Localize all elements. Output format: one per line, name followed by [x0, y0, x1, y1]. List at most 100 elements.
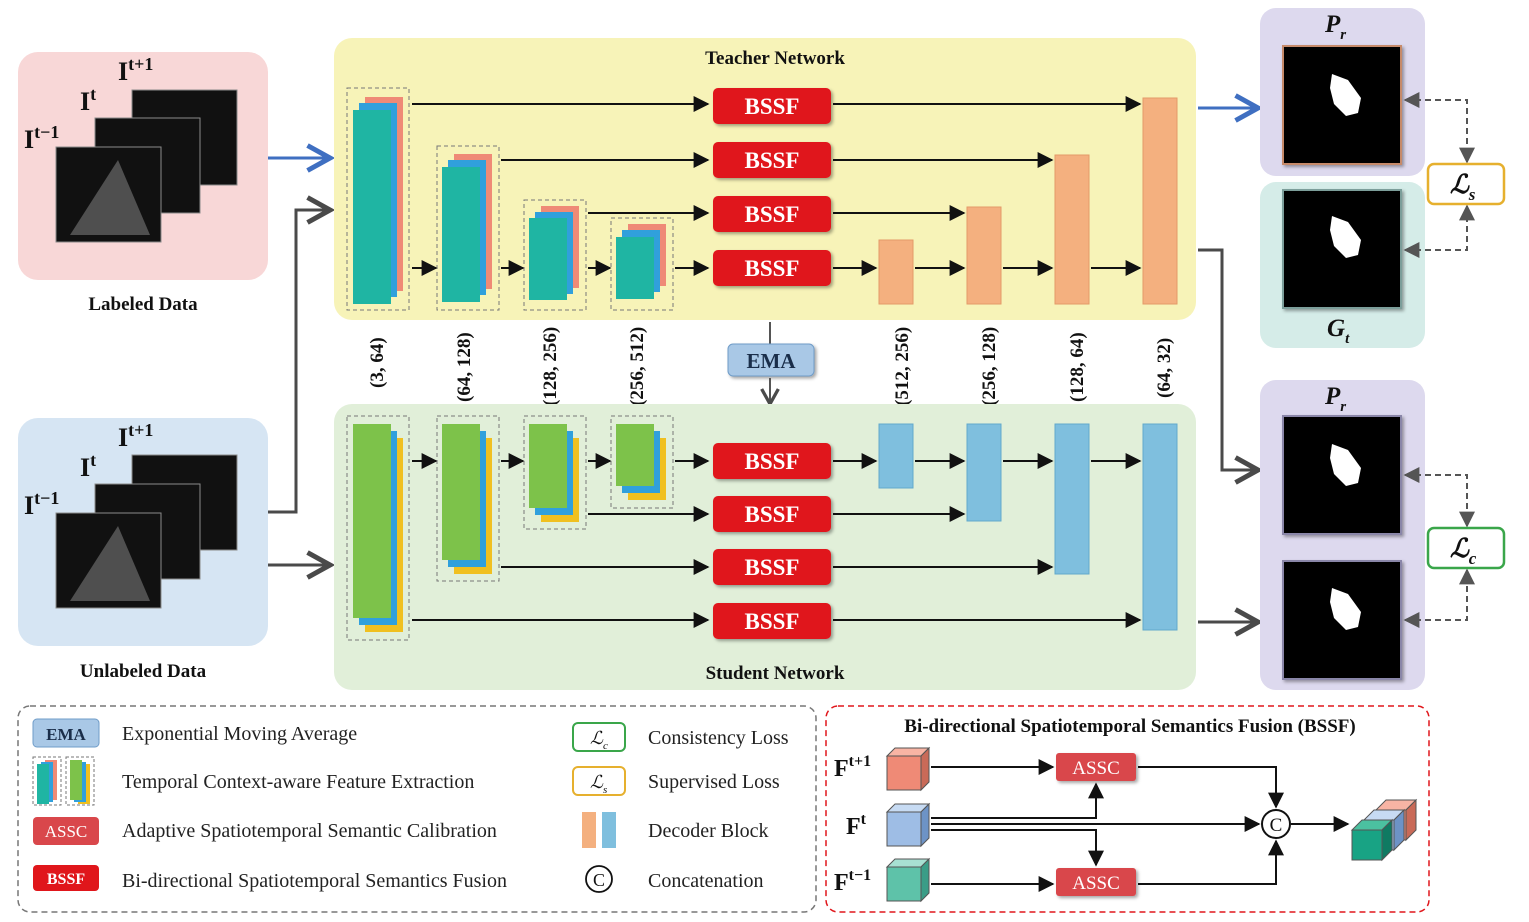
student-bssf-2: BSSF	[713, 496, 831, 532]
student-encoder-block-3	[523, 415, 587, 530]
labeled-frame-current-label: It	[80, 84, 96, 116]
ema-box	[727, 343, 815, 377]
labeled-data-panel: It+1 It It−1 Labeled Data	[18, 52, 268, 315]
svg-text:ℒc: ℒc	[590, 728, 608, 752]
svg-text:BSSF: BSSF	[745, 502, 800, 527]
svg-text:BSSF: BSSF	[745, 555, 800, 580]
ema-connector: EMA	[727, 322, 815, 404]
legend-feature-extraction-text: Temporal Context-aware Feature Extractio…	[122, 771, 474, 793]
bssf-cube-next	[885, 746, 931, 792]
teacher-encoder-block-4	[610, 217, 674, 311]
teacher-network-title: Teacher Network	[705, 48, 845, 69]
teacher-encoder-block-3	[523, 199, 587, 311]
legend-concat-text: Concatenation	[648, 870, 764, 892]
bssf-assc-top: ASSC	[1056, 753, 1136, 781]
student-decoder-block-3	[1054, 423, 1090, 575]
legend-consistency-key	[572, 722, 626, 752]
teacher-decoder-block-1	[878, 239, 914, 305]
svg-text:C: C	[593, 870, 605, 890]
legend-decoder-text: Decoder Block	[648, 820, 769, 842]
legend-bssf-text: Bi-directional Spatiotemporal Semantics …	[122, 870, 507, 892]
unlabeled-frame-prev-label: It−1	[24, 488, 59, 520]
svg-text:EMA: EMA	[46, 725, 86, 744]
decoder-dimension-labels: (512, 256) (256, 128) (128, 64) (64, 32)	[892, 327, 1175, 406]
dim-label-dec-3: (128, 64)	[1067, 332, 1088, 402]
student-network: Student Network	[334, 404, 1196, 690]
teacher-encoder-block-1	[346, 87, 410, 311]
svg-text:BSSF: BSSF	[745, 449, 800, 474]
svg-text:ASSC: ASSC	[1072, 758, 1120, 779]
dim-label-enc-2: (64, 128)	[454, 332, 475, 402]
svg-text:BSSF: BSSF	[745, 148, 800, 173]
unlabeled-frame-current-label: It	[80, 450, 96, 482]
bssf-cube-prev	[885, 857, 931, 903]
svg-text:BSSF: BSSF	[47, 871, 85, 888]
student-bssf-1: BSSF	[713, 443, 831, 479]
bssf-f-prev: Ft−1	[834, 867, 871, 896]
student-network-title: Student Network	[706, 663, 845, 684]
teacher-bssf-1: BSSF	[713, 88, 831, 124]
dim-label-enc-4: (256, 512)	[627, 327, 648, 406]
unlabeled-frame-stack	[55, 454, 238, 609]
labeled-frame-next-label: It+1	[118, 54, 153, 86]
bssf-output-cube	[1350, 798, 1418, 862]
legend-concat-key: C	[585, 865, 613, 893]
student-bssf-3: BSSF	[713, 549, 831, 585]
legend-assc-text: Adaptive Spatiotemporal Semantic Calibra…	[122, 820, 497, 842]
student-decoder-block-4	[1142, 423, 1178, 631]
legend: EMA Exponential Moving Average Temporal …	[17, 705, 817, 913]
consistency-loss-box: ℒc	[1403, 467, 1506, 628]
bssf-f-next: Ft+1	[834, 753, 871, 782]
legend-decoder-key	[582, 812, 616, 848]
dim-label-dec-2: (256, 128)	[979, 327, 1000, 406]
labeled-data-title: Labeled Data	[88, 294, 198, 315]
ground-truth-panel: Gt	[1260, 182, 1425, 348]
student-decoder-block-2	[966, 423, 1002, 522]
teacher-prediction-label: Pr	[1324, 11, 1346, 43]
student-encoder-block-2	[436, 415, 500, 582]
bssf-cube-current	[885, 802, 931, 848]
input-arrows	[268, 158, 330, 565]
bssf-f-current: Ft	[846, 811, 867, 840]
dim-label-dec-1: (512, 256)	[892, 327, 913, 406]
labeled-frame-stack	[55, 89, 238, 243]
teacher-bssf-4: BSSF	[713, 250, 831, 286]
svg-text:ASSC: ASSC	[45, 822, 88, 841]
svg-text:BSSF: BSSF	[745, 256, 800, 281]
student-encoder-block-4	[610, 415, 674, 509]
ground-truth-label: Gt	[1327, 315, 1350, 347]
svg-text:BSSF: BSSF	[745, 94, 800, 119]
legend-ema-text: Exponential Moving Average	[122, 723, 357, 745]
student-prediction-panel: Pr	[1260, 380, 1425, 690]
bssf-concat-node: C	[1261, 809, 1291, 839]
legend-ema-key	[32, 718, 100, 748]
bssf-detail-title: Bi-directional Spatiotemporal Semantics …	[904, 716, 1355, 737]
student-prediction-label: Pr	[1324, 383, 1346, 415]
svg-text:BSSF: BSSF	[745, 202, 800, 227]
teacher-encoder-block-2	[436, 145, 500, 311]
labeled-frame-prev-label: It−1	[24, 122, 59, 154]
supervised-loss-box: ℒs	[1403, 92, 1506, 258]
teacher-decoder-block-3	[1054, 154, 1090, 305]
svg-text:ℒs: ℒs	[590, 772, 607, 796]
bssf-assc-bottom: ASSC	[1056, 868, 1136, 896]
legend-bssf-key	[33, 865, 99, 891]
teacher-bssf-3: BSSF	[713, 196, 831, 232]
svg-text:ASSC: ASSC	[1072, 873, 1120, 894]
teacher-prediction-panel: Pr	[1260, 8, 1425, 176]
dim-label-dec-4: (64, 32)	[1154, 338, 1175, 398]
svg-text:C: C	[1270, 815, 1283, 836]
student-prediction-mask-1	[1282, 415, 1402, 535]
encoder-dimension-labels: (3, 64) (64, 128) (128, 256) (256, 512)	[367, 327, 648, 406]
teacher-decoder-block-2	[966, 206, 1002, 305]
student-encoder-block-1	[346, 415, 410, 641]
legend-consistency-text: Consistency Loss	[648, 727, 789, 749]
svg-text:BSSF: BSSF	[745, 609, 800, 634]
dim-label-enc-1: (3, 64)	[367, 337, 388, 388]
student-prediction-mask-2	[1282, 560, 1402, 680]
supervised-loss-label: ℒs	[1450, 170, 1476, 204]
unlabeled-frame-next-label: It+1	[118, 420, 153, 452]
dim-label-enc-3: (128, 256)	[540, 327, 561, 406]
legend-assc-key	[33, 817, 99, 845]
